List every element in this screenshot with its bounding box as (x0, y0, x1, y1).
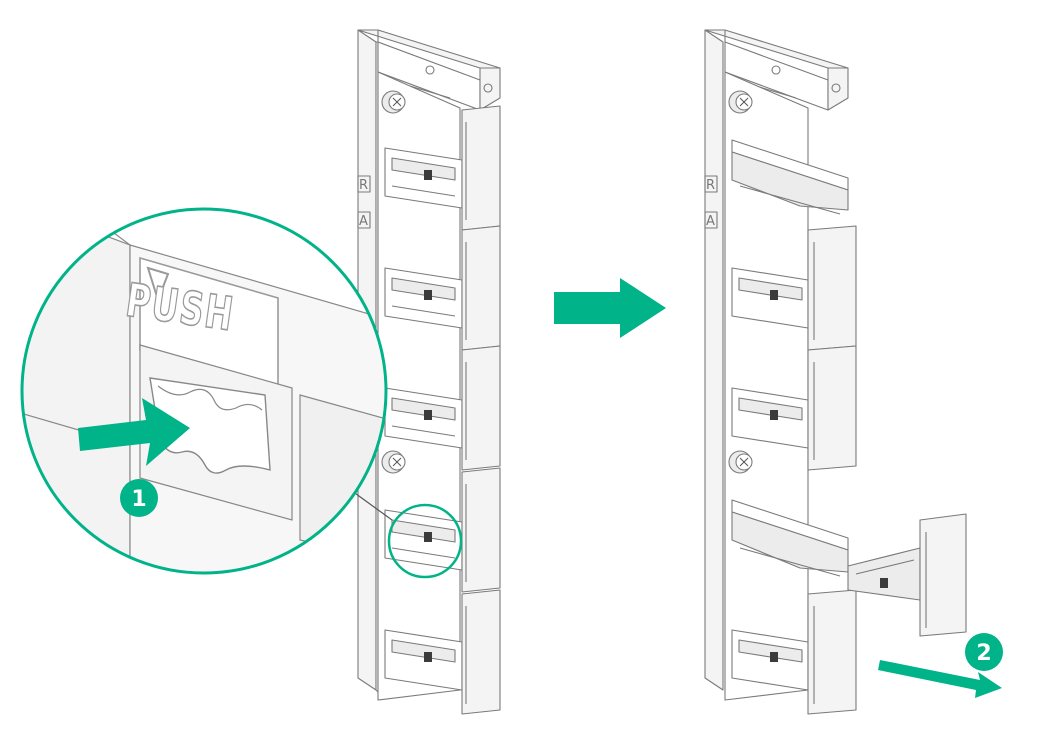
thumb-screw-icon (728, 450, 753, 474)
magnified-detail: PUSH 1 (20, 207, 388, 575)
right-slot-2 (731, 225, 857, 351)
push-arrow-icon (78, 398, 190, 466)
rail-letter-a: A (359, 214, 368, 229)
step-1-badge (120, 479, 158, 517)
step-1-number: 1 (131, 487, 146, 512)
latch-tab (149, 377, 271, 474)
step-2-number: 2 (976, 641, 991, 666)
thumb-screw-icon (381, 90, 406, 114)
push-triangle-icon (146, 266, 170, 304)
rail-letter-r: R (706, 178, 715, 193)
step-2-badge (965, 633, 1003, 671)
rail-letter-a: A (706, 214, 715, 229)
left-slot-3 (384, 345, 501, 471)
rail-letters: R A (357, 175, 371, 229)
left-slot-2 (384, 225, 501, 351)
thumb-screw-icon (728, 90, 753, 114)
right-slot-3 (731, 345, 857, 471)
right-rail-assembly: R A (704, 29, 967, 715)
arrow-right-icon (554, 278, 666, 338)
rail-letter-r: R (359, 178, 368, 193)
left-slot-4 (384, 467, 501, 593)
left-slot-5 (384, 589, 501, 715)
removed-filler-panel (847, 513, 967, 637)
left-rail-assembly: R A (357, 29, 501, 715)
right-slot-5 (731, 589, 857, 715)
rail-letters-right: R A (704, 175, 718, 229)
thumb-screw-icon (381, 450, 406, 474)
right-slot-4-empty (731, 499, 849, 577)
pull-arrow-icon (878, 660, 1002, 698)
right-slot-1-empty (731, 139, 849, 215)
detail-callout-circle (387, 503, 463, 579)
right-rail-side (704, 29, 724, 691)
magnifier-circle (20, 207, 388, 575)
left-top-screw-hole (425, 65, 435, 75)
